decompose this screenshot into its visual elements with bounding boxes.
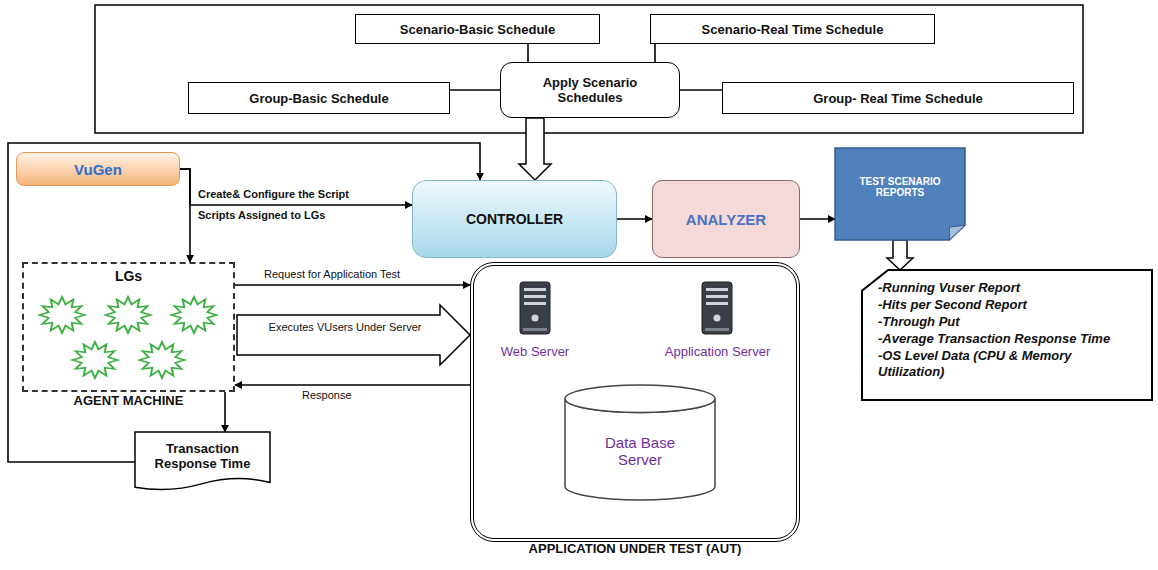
node-text: APPLICATION UNDER TEST (AUT) — [434, 541, 836, 556]
node-text: -Through Put — [878, 314, 960, 331]
node-text: -Hits per Second Report — [878, 297, 1027, 314]
schedule-box: Scenario-Real Time Schedule — [650, 14, 935, 44]
connector — [180, 169, 412, 205]
edge-label: Response — [300, 389, 354, 401]
connector — [654, 44, 656, 62]
connector — [8, 143, 480, 462]
node-text: ANALYZER — [686, 211, 766, 228]
node-text: LGs — [115, 268, 142, 284]
server-icon — [702, 282, 732, 334]
node-text: Apply Scenario Schedules — [509, 75, 671, 105]
node-text: -Running Vuser Report — [878, 280, 1020, 297]
connector — [224, 392, 226, 432]
connector — [800, 218, 835, 220]
tool-box: VuGen — [16, 152, 180, 186]
node-text: Group-Basic Schedule — [249, 91, 388, 106]
node-text: CONTROLLER — [466, 211, 563, 227]
connector — [617, 218, 652, 220]
schedule-box: Scenario-Basic Schedule — [355, 14, 600, 44]
response-document: Transaction Response Time — [135, 432, 270, 492]
edge-label: Scripts Assigned to LGs — [196, 209, 327, 221]
connector — [527, 44, 529, 62]
schedule-box: Group- Real Time Schedule — [722, 82, 1074, 114]
server-label: Web Server — [485, 340, 585, 362]
aut-boundary: APPLICATION UNDER TEST (AUT)Web ServerAp… — [470, 262, 800, 542]
load-generator-icons — [40, 297, 217, 378]
node-text: Data Base Server — [593, 434, 687, 468]
edge-label: Create& Configure the Script — [196, 188, 351, 200]
connector — [680, 89, 722, 91]
server-label: Application Server — [650, 340, 785, 362]
node-text: AGENT MACHINE — [0, 393, 273, 408]
block-arrow — [237, 305, 470, 365]
connector — [235, 384, 470, 386]
analyzer-box: ANALYZER — [652, 180, 800, 258]
node-text: Application Server — [665, 344, 771, 359]
node-text: Scenario-Real Time Schedule — [702, 22, 884, 37]
block-arrow — [519, 118, 551, 180]
schedule-box: Group-Basic Schedule — [188, 82, 450, 114]
node-text: -Average Transaction Response Time — [878, 331, 1110, 348]
server-icon — [520, 282, 550, 334]
apply-box: Apply Scenario Schedules — [500, 62, 680, 118]
block-arrow — [887, 240, 913, 270]
node-text: Scenario-Basic Schedule — [400, 22, 555, 37]
edge-label: Executes VUsers Under Server — [258, 321, 432, 333]
node-text: -OS Level Data (CPU & Memory Utilization… — [878, 348, 1140, 382]
node-text: Transaction Response Time — [143, 441, 262, 471]
node-text: VuGen — [74, 161, 122, 178]
edge-label: Request for Application Test — [262, 268, 402, 280]
connector — [450, 89, 500, 91]
connector — [235, 284, 470, 286]
controller-box: CONTROLLER — [412, 180, 617, 258]
node-text: TEST SCENARIO REPORTS — [847, 176, 953, 198]
schedule-panel — [95, 5, 1083, 133]
node-text: Web Server — [501, 344, 569, 359]
database-cylinder: Data Base Server — [565, 385, 715, 500]
report-document: TEST SCENARIO REPORTS — [835, 148, 965, 240]
connector — [180, 169, 190, 262]
node-text: Group- Real Time Schedule — [813, 91, 983, 106]
agent-machine: LGsAGENT MACHINE — [22, 262, 235, 392]
report-list: -Running Vuser Report-Hits per Second Re… — [862, 270, 1152, 400]
